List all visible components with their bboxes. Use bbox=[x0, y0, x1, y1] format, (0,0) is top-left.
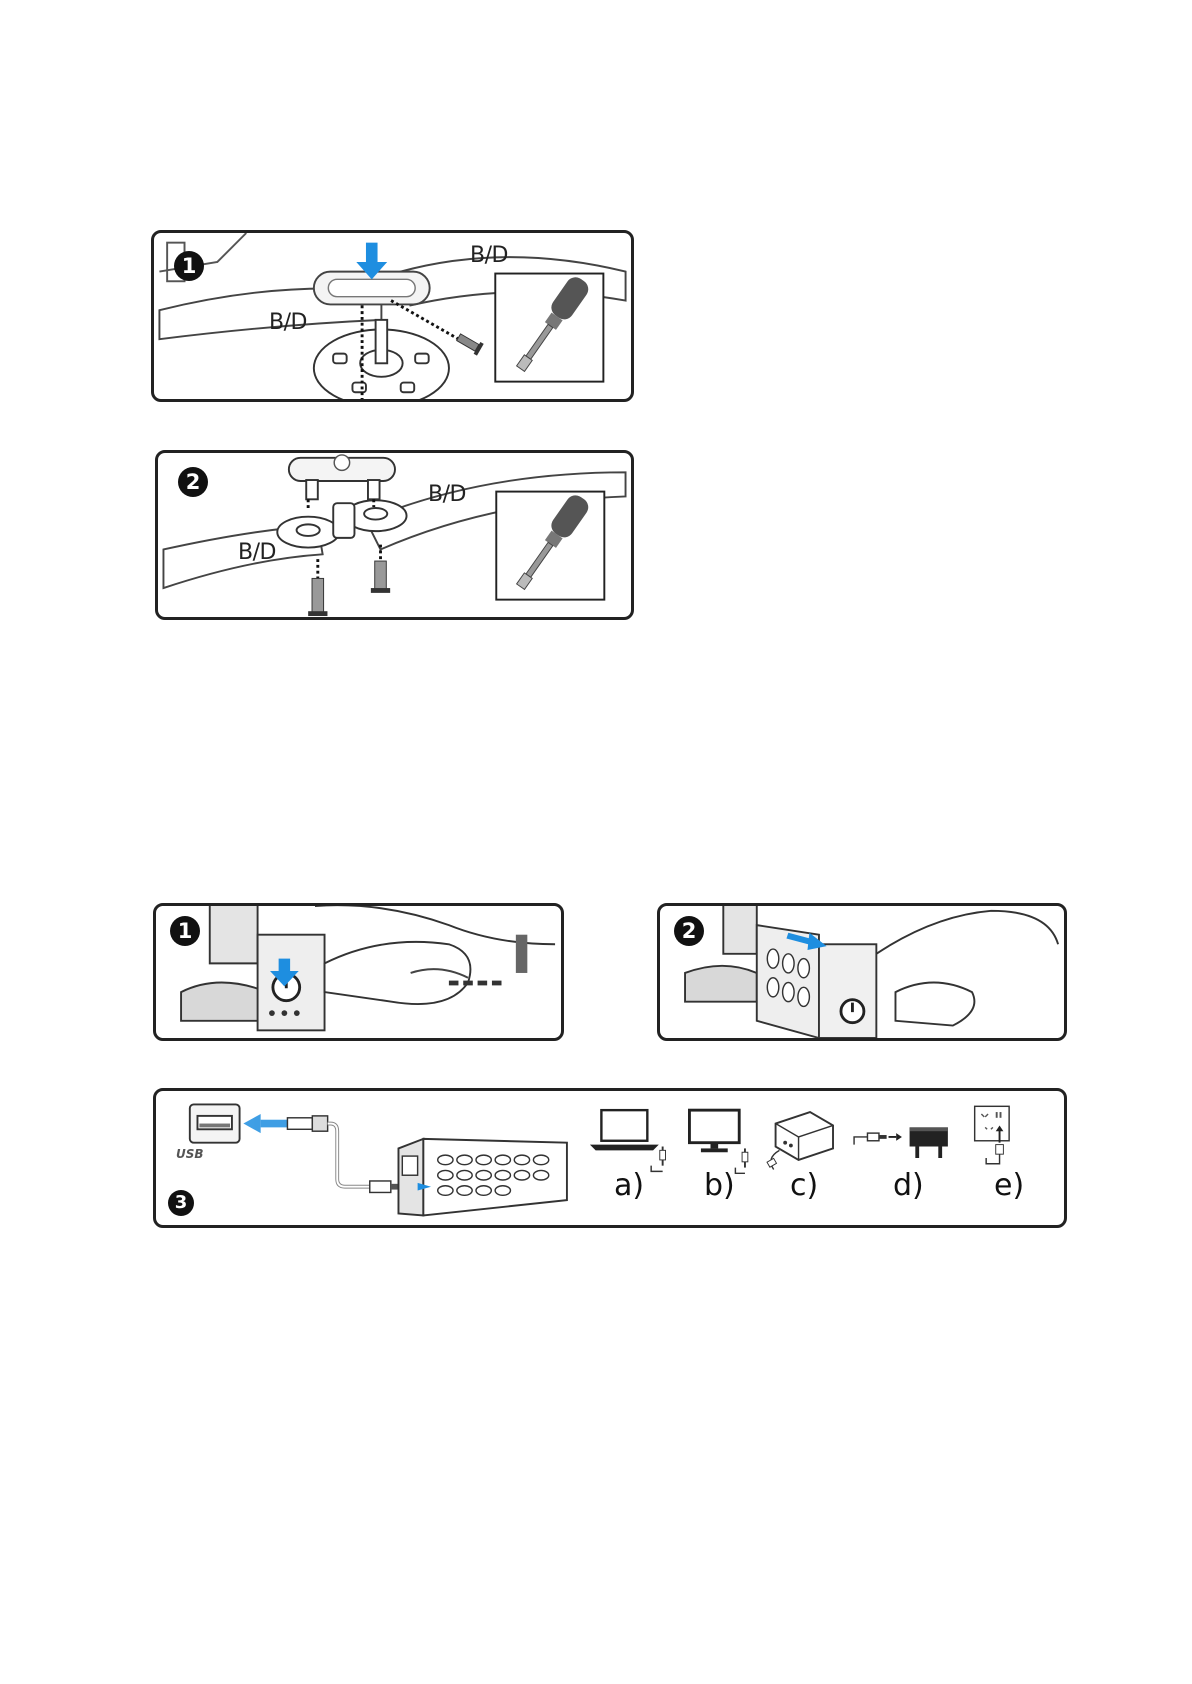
charging-option-label: d) bbox=[893, 1168, 924, 1203]
usb-port-icon bbox=[190, 1104, 240, 1142]
step-number-badge: 1 bbox=[170, 916, 200, 946]
battery-icon bbox=[398, 1139, 566, 1216]
propeller-install-illustration bbox=[158, 453, 631, 617]
wall-adapter-icon bbox=[854, 1127, 948, 1158]
step-number-badge: 1 bbox=[174, 251, 204, 281]
propeller-step-1-panel: 1 B/D B/D bbox=[151, 230, 634, 402]
laptop-icon bbox=[590, 1110, 666, 1171]
charging-option-label: e) bbox=[994, 1168, 1024, 1203]
battery-step-2-panel: 2 bbox=[657, 903, 1067, 1041]
charging-option-label: c) bbox=[790, 1168, 818, 1203]
blade-label: B/D bbox=[269, 310, 307, 335]
battery-step-1-panel: 1 bbox=[153, 903, 564, 1041]
battery-charging-panel: USB 3 a) b) c) d) e) bbox=[153, 1088, 1067, 1228]
battery-release-illustration bbox=[156, 906, 561, 1038]
propeller-removal-illustration bbox=[154, 233, 631, 399]
charging-illustration bbox=[156, 1091, 1064, 1225]
step-number-badge: 2 bbox=[674, 916, 704, 946]
battery-pull-out-illustration bbox=[660, 906, 1064, 1038]
blade-label: B/D bbox=[428, 482, 466, 507]
propeller-step-2-panel: 2 B/D B/D bbox=[155, 450, 634, 620]
charging-option-label: a) bbox=[614, 1168, 644, 1203]
blade-label: B/D bbox=[470, 243, 508, 268]
step-number-badge: 2 bbox=[178, 467, 208, 497]
power-bank-icon bbox=[767, 1112, 833, 1169]
wall-socket-icon bbox=[975, 1106, 1009, 1163]
usb-label: USB bbox=[176, 1147, 204, 1161]
charging-option-label: b) bbox=[704, 1168, 735, 1203]
blade-label: B/D bbox=[238, 540, 276, 565]
monitor-icon bbox=[689, 1110, 747, 1173]
step-number-badge: 3 bbox=[168, 1190, 194, 1216]
